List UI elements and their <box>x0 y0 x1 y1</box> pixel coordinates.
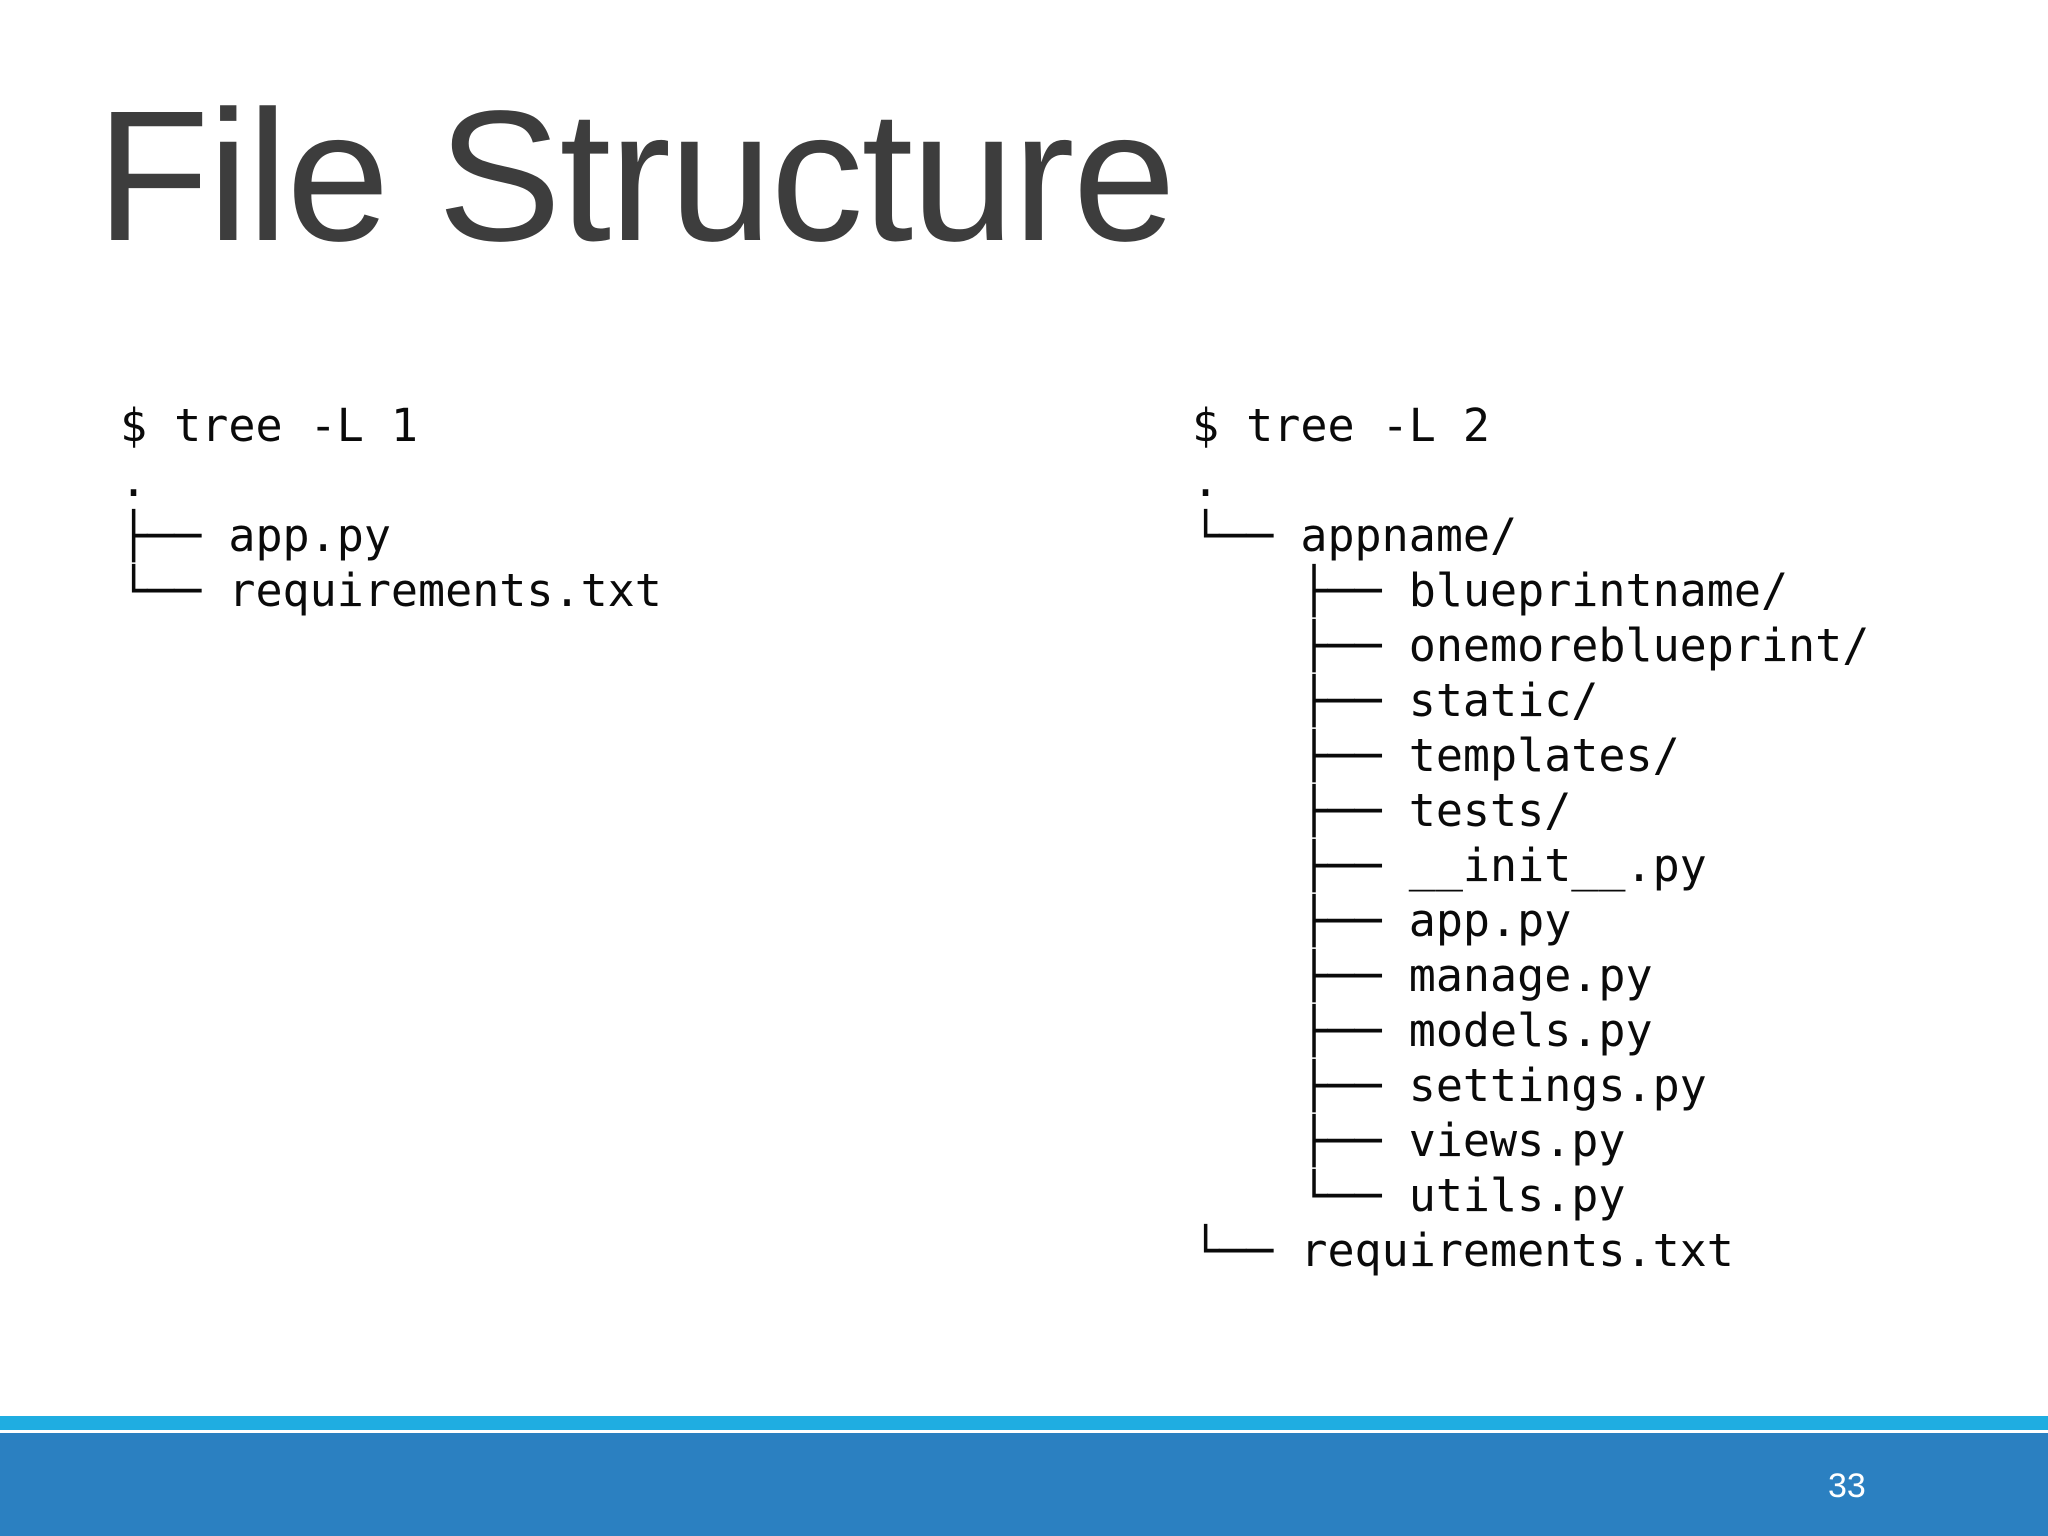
tree-output-level-2: $ tree -L 2 . └── appname/ ├── blueprint… <box>1192 399 1870 1277</box>
tree-output-level-1: $ tree -L 1 . ├── app.py └── requirement… <box>120 399 662 617</box>
page-number: 33 <box>1828 1467 1866 1505</box>
footer-bar <box>0 1433 2048 1536</box>
slide-title: File Structure <box>96 73 1176 280</box>
footer-accent-strip <box>0 1416 2048 1430</box>
